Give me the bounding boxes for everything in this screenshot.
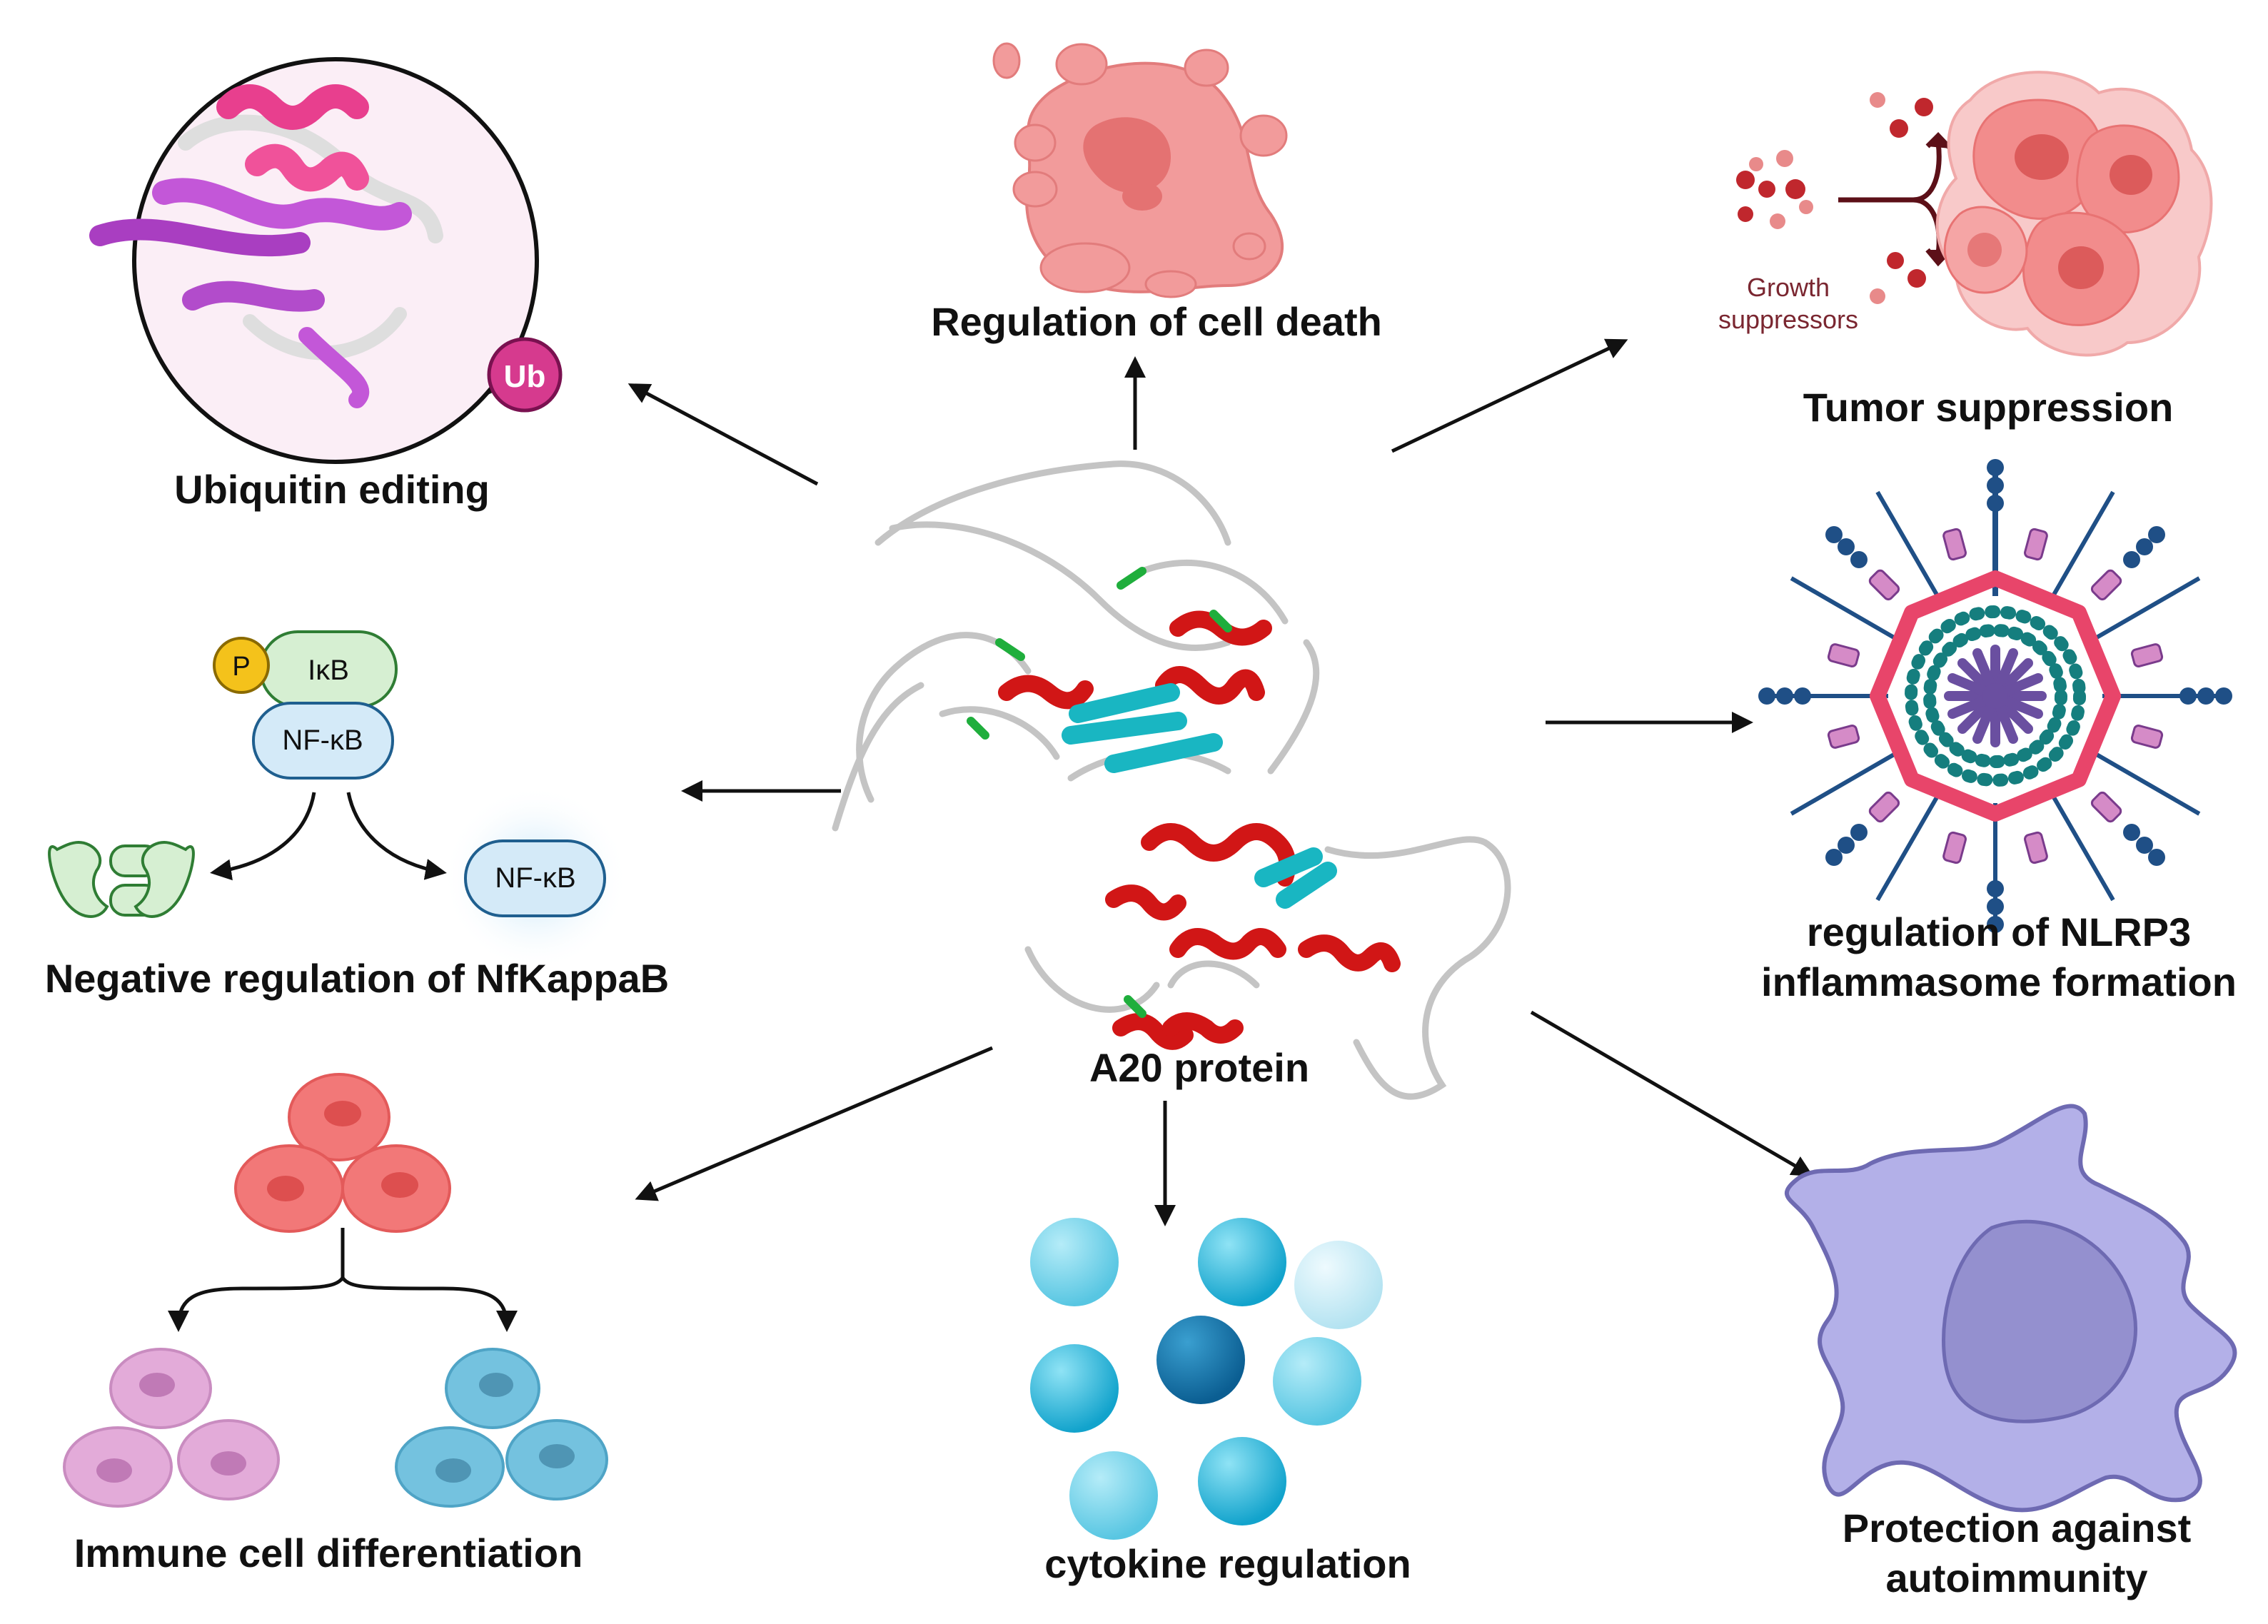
ubiquitin-ribbon-icon (89, 84, 443, 408)
nfkb-free-label: NF-κB (495, 862, 575, 894)
nfkb-bound-label: NF-κB (282, 725, 363, 756)
ubiquitin-structure-circle (132, 57, 539, 464)
arrow-to-immune-diff (635, 1046, 993, 1201)
macrophage-icon (1784, 1104, 2237, 1513)
ubiquitin-panel: Ub (89, 57, 563, 464)
ikb-label: IκB (308, 655, 349, 686)
a20-protein-label: A20 protein (1089, 1045, 1309, 1090)
dying-cell-icon (992, 42, 1288, 298)
growth-suppressors-label-2: suppressors (1718, 305, 1858, 334)
growth-suppressors-label-1: Growth (1747, 273, 1830, 302)
ub-badge-label: Ub (504, 359, 546, 394)
phosphate-label: P (232, 652, 250, 682)
arrow-to-tumor-suppression (1391, 338, 1628, 453)
tumor-cell-cluster-icon (1935, 71, 2213, 357)
immune-cell-tree-icon (63, 1073, 608, 1508)
nlrp3-inflammasome-icon (1758, 459, 2232, 933)
nfkb-bound-pill (252, 702, 394, 780)
a20-protein-structure (832, 460, 1511, 1100)
arrow-to-autoimmunity (1530, 1010, 1814, 1177)
nfkb-regulation-label: Negative regulation of NfKappaB (45, 956, 669, 1001)
growth-suppressor-particles (1736, 92, 1933, 304)
cytokine-label: cytokine regulation (1044, 1541, 1411, 1586)
cell-death-label: Regulation of cell death (931, 299, 1382, 344)
nfkb-complex: IκB P NF-κB NF-κB (48, 630, 628, 971)
tumor-suppression-label: Tumor suppression (1803, 385, 2174, 430)
phosphate-icon (213, 637, 270, 694)
nlrp3-label-line2: inflammasome formation (1761, 959, 2237, 1004)
cytokine-spheres-icon (1030, 1218, 1383, 1540)
branching-arrow-icon (1838, 131, 1952, 267)
nfkb-free-pill (464, 839, 606, 917)
nlrp3-label-line1: regulation of NLRP3 (1807, 909, 2191, 954)
arrow-to-ubiquitin-editing (628, 383, 819, 486)
immune-diff-label: Immune cell differentiation (74, 1530, 583, 1575)
autoimmunity-label-line1: Protection against (1843, 1506, 2192, 1550)
ub-badge-icon (487, 337, 563, 413)
degraded-ikb-icon (48, 840, 195, 918)
autoimmunity-label-line2: autoimmunity (1885, 1555, 2147, 1600)
ubiquitin-editing-label: Ubiquitin editing (174, 467, 490, 512)
